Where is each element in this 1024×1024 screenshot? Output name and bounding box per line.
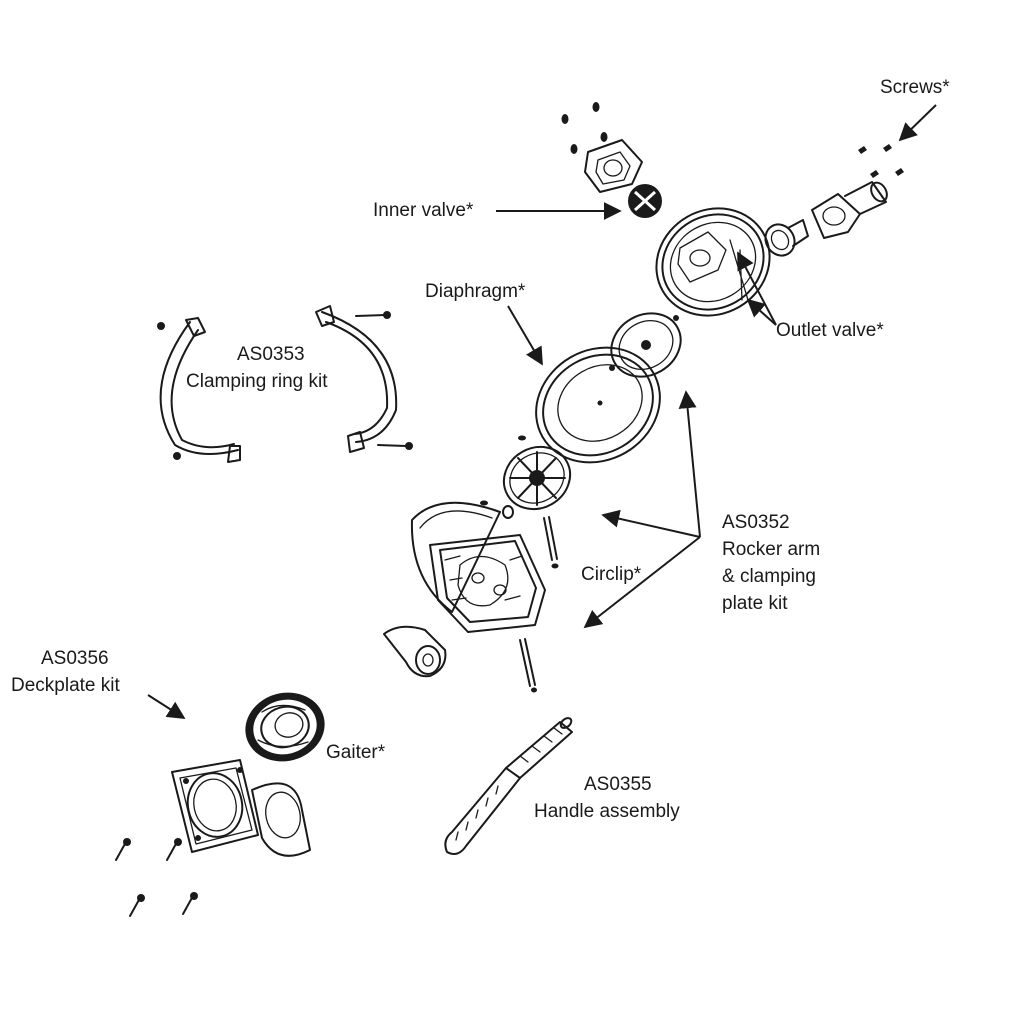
label-deckplate-name: Deckplate kit <box>11 675 120 696</box>
handle-assembly-part <box>444 717 573 855</box>
label-rocker-line1: Rocker arm <box>722 539 821 560</box>
right-screws <box>858 144 904 178</box>
inner-valve-part <box>628 184 662 218</box>
label-circlip: Circlip* <box>581 564 642 585</box>
label-handle-code: AS0355 <box>584 774 652 795</box>
rocker-lever <box>383 625 447 678</box>
clamping-plate <box>502 435 572 511</box>
inner-valve-housing <box>584 139 643 193</box>
label-screws: Screws* <box>880 77 950 98</box>
top-screws <box>561 102 608 154</box>
clamping-ring-kit-parts <box>157 305 413 463</box>
outlet-valve-part <box>764 219 809 257</box>
pins <box>480 500 559 693</box>
label-rocker-code: AS0352 <box>722 512 790 533</box>
label-rocker-line3: plate kit <box>722 593 788 614</box>
label-handle-name: Handle assembly <box>534 801 680 822</box>
gaiter-part <box>245 692 325 762</box>
diaphragm-part <box>535 346 661 464</box>
label-outlet-valve: Outlet valve* <box>776 320 884 341</box>
leader-lines <box>147 104 937 719</box>
label-inner-valve: Inner valve* <box>373 200 474 221</box>
label-diaphragm: Diaphragm* <box>425 281 526 302</box>
deckplate-screws <box>115 838 198 917</box>
label-clamping-ring-name: Clamping ring kit <box>186 371 328 392</box>
label-deckplate-code: AS0356 <box>41 648 109 669</box>
outlet-port <box>811 181 888 239</box>
label-gaiter: Gaiter* <box>326 742 386 763</box>
label-rocker-line2: & clamping <box>722 566 816 587</box>
valve-disc <box>609 312 682 378</box>
rocker-arm-frame <box>410 501 546 633</box>
label-clamping-ring-code: AS0353 <box>237 344 305 365</box>
pump-body <box>655 207 771 317</box>
deckplate-part <box>171 759 311 857</box>
